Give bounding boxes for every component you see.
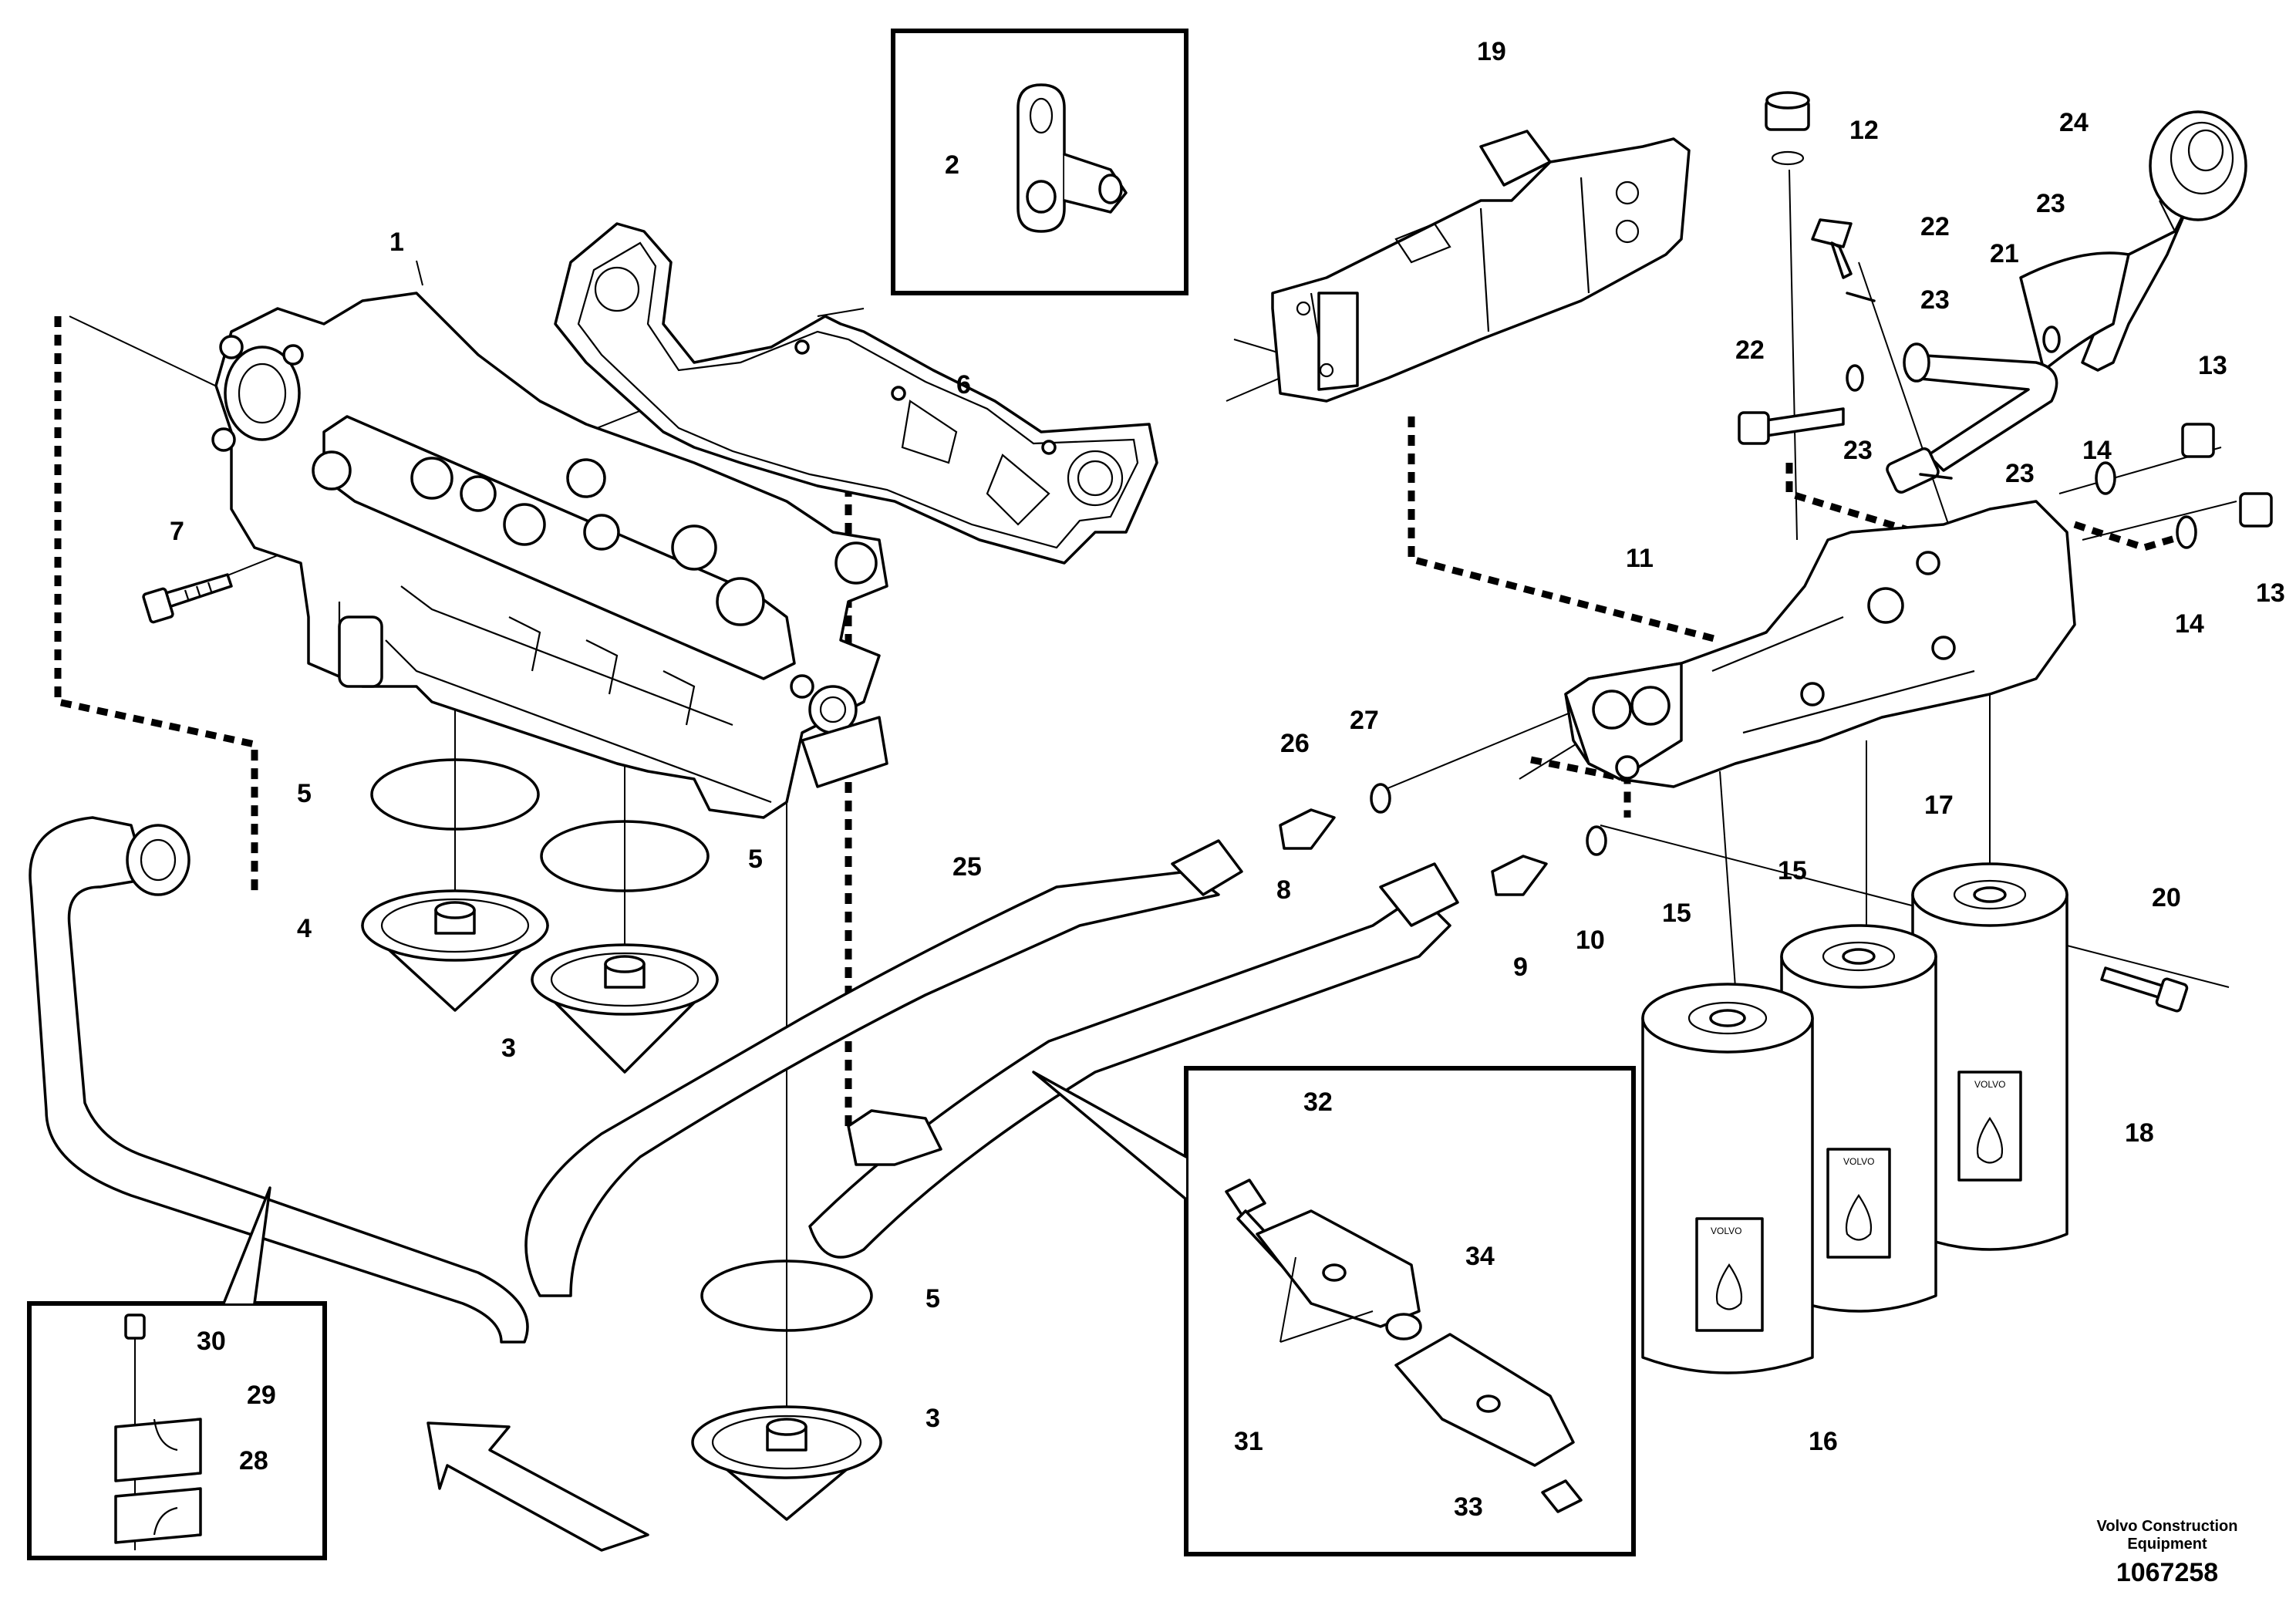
filters: VOLVO VOLVO VOLVO (1641, 862, 2068, 1374)
callout-24: 24 (2059, 108, 2089, 137)
footer: Volvo Construction Equipment 1067258 (2097, 1518, 2238, 1587)
callout-2: 2 (945, 150, 959, 180)
gasket-plate (554, 222, 1158, 565)
callout-20: 20 (2152, 883, 2181, 912)
callout-14: 14 (2175, 609, 2204, 639)
callout-33: 33 (1454, 1492, 1483, 1522)
callout-29: 29 (247, 1381, 276, 1410)
callout-30: 30 (197, 1327, 226, 1356)
filter-15-front: VOLVO (1641, 983, 1814, 1374)
callout-1: 1 (389, 228, 404, 257)
unions (1279, 783, 1607, 896)
callout-5: 5 (925, 1284, 940, 1313)
callout-23: 23 (1920, 285, 1950, 315)
callout-10: 10 (1576, 926, 1605, 955)
callout-13: 13 (2256, 578, 2285, 608)
filter-brand-label: VOLVO (1974, 1079, 2005, 1090)
callout-16: 16 (1809, 1427, 1838, 1456)
callout-15: 15 (1778, 856, 1807, 885)
footer-company-line2: Equipment (2127, 1536, 2207, 1553)
callout-11: 11 (1626, 544, 1654, 573)
callout-31: 31 (1234, 1427, 1263, 1456)
orings-and-covers (361, 758, 882, 1521)
callout-26: 26 (1280, 729, 1310, 758)
filter-brand-label: VOLVO (1843, 1156, 1874, 1167)
inset-box-clamp (27, 1186, 327, 1560)
callout-labels: 1 2 3 3 4 5 5 5 6 7 8 9 10 11 12 13 13 1… (170, 37, 2285, 1522)
callout-22: 22 (1735, 336, 1765, 365)
bolt-7 (142, 573, 233, 624)
callout-34: 34 (1465, 1242, 1495, 1271)
callout-23: 23 (2036, 189, 2065, 218)
callout-8: 8 (1276, 875, 1291, 905)
filter-brand-label: VOLVO (1711, 1226, 1741, 1236)
drawing-number: 1067258 (2116, 1558, 2218, 1587)
callout-19: 19 (1477, 37, 1506, 66)
callout-4: 4 (297, 914, 312, 943)
bolt-20 (2100, 966, 2189, 1013)
callout-27: 27 (1350, 706, 1379, 735)
callout-7: 7 (170, 517, 184, 546)
direction-arrow (426, 1421, 649, 1552)
callout-23: 23 (2005, 459, 2035, 488)
small-hardware (1738, 91, 2273, 549)
callout-21: 21 (1990, 239, 2019, 268)
callout-13: 13 (2198, 351, 2227, 380)
filter-head-11 (1564, 500, 2076, 788)
callout-9: 9 (1513, 953, 1528, 982)
callout-15: 15 (1662, 899, 1691, 928)
tube-21 (1886, 342, 2058, 494)
oil-pipes (29, 816, 1459, 1344)
inset-box-clamp-detail (1032, 1066, 1636, 1556)
footer-company-line1: Volvo Construction (2097, 1518, 2238, 1535)
callout-32: 32 (1303, 1088, 1333, 1117)
filter-15-middle: VOLVO (1780, 924, 1937, 1313)
callout-17: 17 (1924, 791, 1954, 820)
housing-fittings (312, 450, 878, 734)
callout-23: 23 (1843, 436, 1873, 465)
oil-cooler-housing (211, 292, 888, 819)
bracket-19 (1271, 130, 1691, 403)
callout-12: 12 (1849, 116, 1879, 145)
callout-5: 5 (297, 779, 312, 808)
inset-box-bracket (891, 29, 1188, 295)
callout-3: 3 (501, 1034, 516, 1063)
callout-5: 5 (748, 845, 763, 874)
callout-6: 6 (956, 370, 971, 400)
callout-22: 22 (1920, 212, 1950, 241)
callout-18: 18 (2125, 1118, 2154, 1148)
callout-14: 14 (2082, 436, 2112, 465)
callout-28: 28 (239, 1446, 268, 1475)
callout-3: 3 (925, 1404, 940, 1433)
callout-25: 25 (952, 852, 982, 882)
